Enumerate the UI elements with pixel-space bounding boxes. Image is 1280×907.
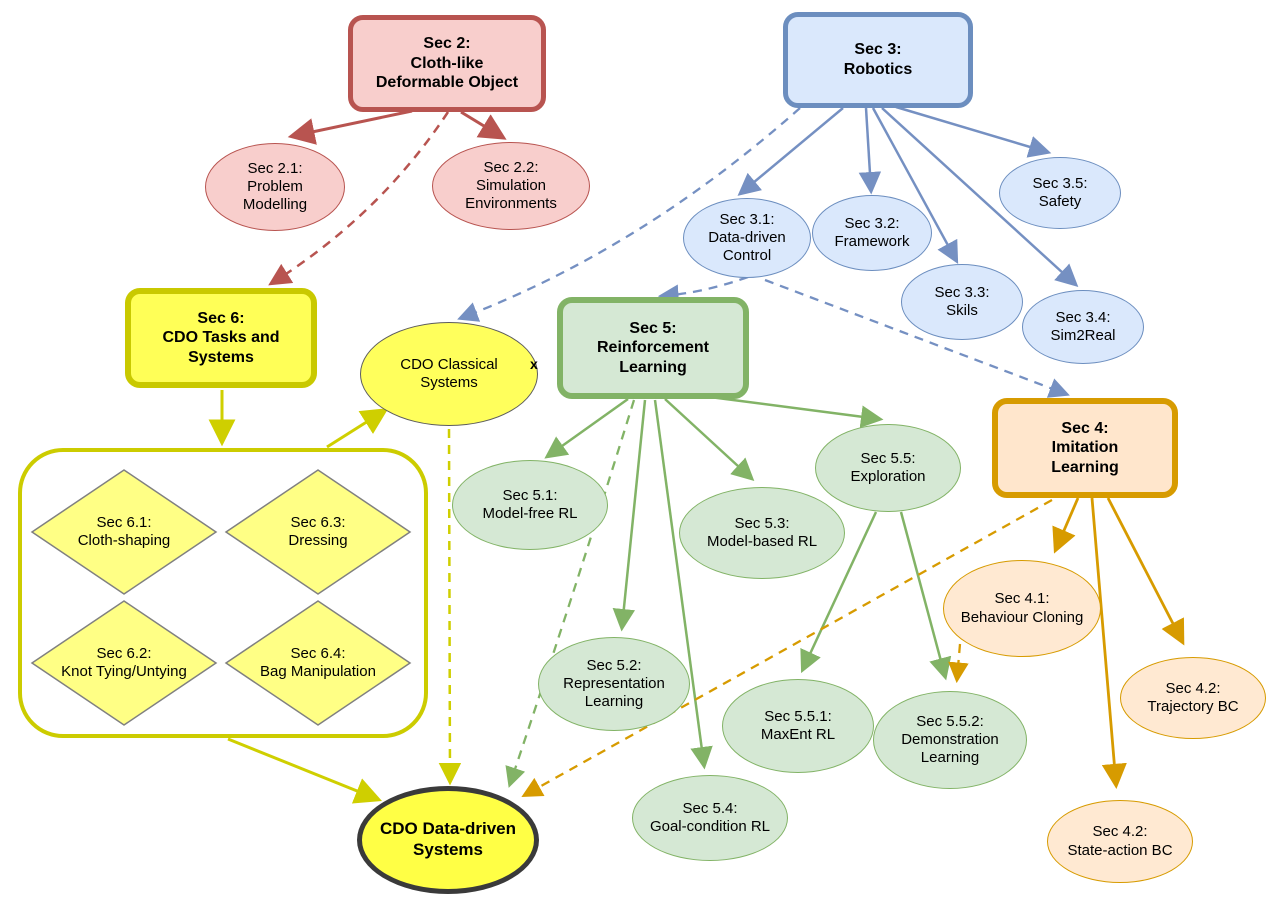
node-sec4-2-trajectory: Sec 4.2: Trajectory BC <box>1120 657 1266 739</box>
diamond-sec6_2 <box>30 600 218 726</box>
node-sec5-5-1: Sec 5.5.1: MaxEnt RL <box>722 679 874 773</box>
edge-sec4-sec4_2_state <box>1090 497 1127 790</box>
edge-sec3_1-sec4 <box>764 278 1070 398</box>
edge-sec5-datadriven <box>505 399 636 788</box>
edge-sec2-sec2_1 <box>287 109 413 145</box>
node-sec6-4: Sec 6.4: Bag Manipulation <box>260 644 376 680</box>
diamond-sec6_4 <box>224 600 412 726</box>
node-sec5: Sec 5: Reinforcement Learning <box>557 297 749 399</box>
node-sec3-4: Sec 3.4: Sim2Real <box>1022 290 1144 364</box>
edge-sec2-sec2_2 <box>460 110 507 140</box>
node-sec4: Sec 4: Imitation Learning <box>992 398 1178 498</box>
node-sec6-1: Sec 6.1: Cloth-shaping <box>77 513 171 549</box>
node-sec3-5: Sec 3.5: Safety <box>999 157 1121 229</box>
edge-sec2-sec6 <box>268 111 450 286</box>
edge-sec5_5-sec5_5_2 <box>899 511 952 681</box>
edge-sec3-sec3_4 <box>881 107 1079 288</box>
diamond-sec6_1 <box>30 469 218 595</box>
edge-sec5-sec5_2 <box>612 399 647 632</box>
node-sec5-5-2: Sec 5.5.2: Demonstration Learning <box>873 691 1027 789</box>
node-sec3-2: Sec 3.2: Framework <box>812 195 932 271</box>
node-sec5-5: Sec 5.5: Exploration <box>815 424 961 512</box>
edge-container-classical <box>326 408 389 449</box>
edge-sec5-sec5_4 <box>653 399 713 770</box>
edge-sec4-datadriven <box>521 498 1053 798</box>
node-sec6-2: Sec 6.2: Knot Tying/Untying <box>61 644 187 680</box>
sec6-tasks-container <box>18 448 428 738</box>
edge-sec4_1-sec5_5_2 <box>948 643 969 684</box>
node-sec3: Sec 3: Robotics <box>783 12 973 108</box>
stray-x-mark: x <box>530 356 538 372</box>
edge-sec4-sec4_1 <box>1052 497 1080 554</box>
edge-sec5-sec5_1 <box>544 397 629 459</box>
edge-sec5_5-sec5_5_1 <box>800 511 878 674</box>
node-cdo-classical-systems: CDO Classical Systems <box>360 322 538 426</box>
node-sec2: Sec 2: Cloth-like Deformable Object <box>348 15 546 112</box>
node-sec3-1: Sec 3.1: Data-driven Control <box>683 198 811 278</box>
edge-sec3-sec3_2 <box>858 107 882 195</box>
edge-sec3-sec3_1 <box>737 107 844 196</box>
edge-container-datadriven <box>227 737 383 804</box>
node-sec4-1: Sec 4.1: Behaviour Cloning <box>943 560 1101 657</box>
diamond-sec6_3 <box>224 469 412 595</box>
node-sec4-2-state-action: Sec 4.2: State-action BC <box>1047 800 1193 883</box>
node-sec5-2: Sec 5.2: Representation Learning <box>538 637 690 731</box>
node-sec2-1: Sec 2.1: Problem Modelling <box>205 143 345 231</box>
node-sec6: Sec 6: CDO Tasks and Systems <box>125 288 317 388</box>
edge-sec3-sec3_3 <box>871 107 959 264</box>
node-sec6-3: Sec 6.3: Dressing <box>288 513 348 549</box>
node-sec5-3: Sec 5.3: Model-based RL <box>679 487 845 579</box>
node-cdo-data-driven-systems: CDO Data-driven Systems <box>357 786 539 894</box>
edge-sec3_1-sec5 <box>657 275 749 306</box>
edge-classical-datadriven <box>438 428 462 786</box>
edge-sec5-sec5_5 <box>701 394 884 428</box>
edge-sec4-sec4_2_traj <box>1106 497 1185 646</box>
edge-sec3-sec3_5 <box>895 105 1052 158</box>
node-sec5-4: Sec 5.4: Goal-condition RL <box>632 775 788 861</box>
node-sec3-3: Sec 3.3: Skils <box>901 264 1023 340</box>
edge-sec5-sec5_3 <box>664 398 755 482</box>
node-sec5-1: Sec 5.1: Model-free RL <box>452 460 608 550</box>
node-sec2-2: Sec 2.2: Simulation Environments <box>432 142 590 230</box>
